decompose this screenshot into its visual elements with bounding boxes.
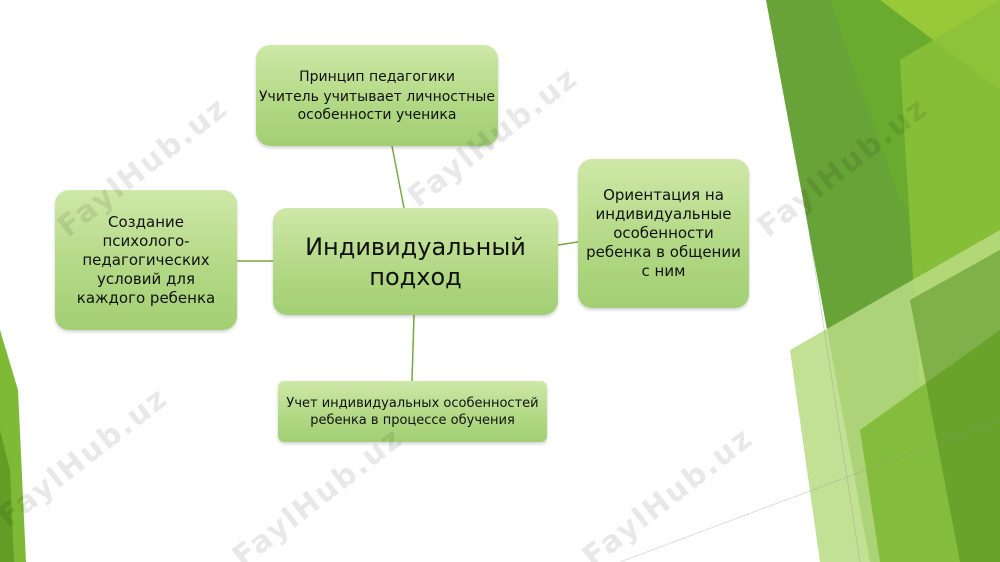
node-conditions: Создание психолого-педагогических услови…	[55, 190, 237, 330]
node-top-title: Принцип педагогики	[299, 68, 455, 85]
node-orientation: Ориентация на индивидуальные особенности…	[578, 159, 749, 308]
node-left-text: Создание психолого-педагогических услови…	[76, 212, 216, 307]
connectors	[237, 145, 579, 382]
node-individual-approach: Индивидуальный подход	[273, 208, 558, 315]
node-center-text: Индивидуальный подход	[305, 232, 526, 291]
node-pedagogy-principle: Принцип педагогики Учитель учитывает лич…	[256, 45, 498, 146]
node-top-text: Учитель учитывает личностные особенности…	[259, 88, 495, 123]
node-bottom-text: Учет индивидуальных особенностей ребенка…	[286, 395, 539, 428]
node-right-text: Ориентация на индивидуальные особенности…	[586, 186, 741, 280]
node-learning-accounting: Учет индивидуальных особенностей ребенка…	[278, 381, 547, 442]
